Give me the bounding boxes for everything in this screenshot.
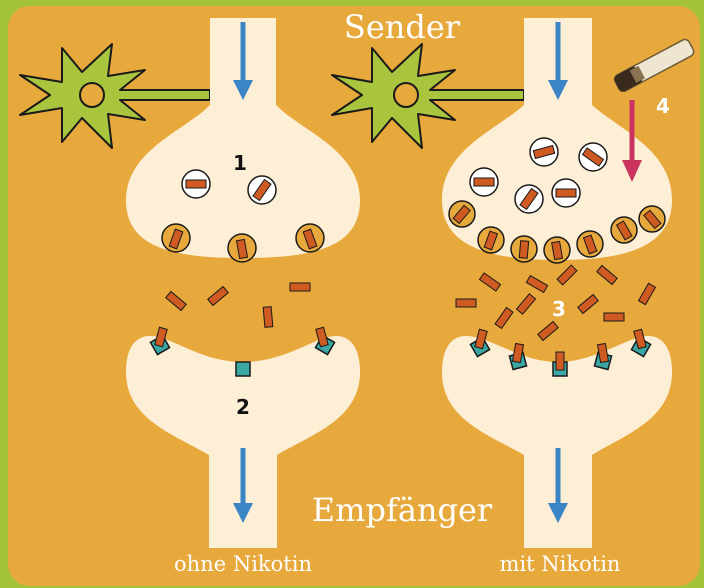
- sender-title: Sender: [344, 8, 461, 46]
- marker-4: 4: [656, 94, 670, 118]
- vesicle: [248, 176, 276, 204]
- vesicle: [182, 170, 210, 198]
- receptor: [236, 362, 250, 376]
- fusing-vesicle: [228, 234, 256, 262]
- caption-with-nicotine: mit Nikotin: [500, 552, 621, 576]
- caption-without-nicotine: ohne Nikotin: [174, 552, 312, 576]
- marker-2: 2: [236, 395, 250, 419]
- fusing-vesicle: [162, 224, 190, 252]
- marker-1: 1: [233, 151, 247, 175]
- fusing-vesicle: [296, 224, 324, 252]
- receiver-title: Empfänger: [312, 491, 493, 529]
- marker-3: 3: [552, 297, 566, 321]
